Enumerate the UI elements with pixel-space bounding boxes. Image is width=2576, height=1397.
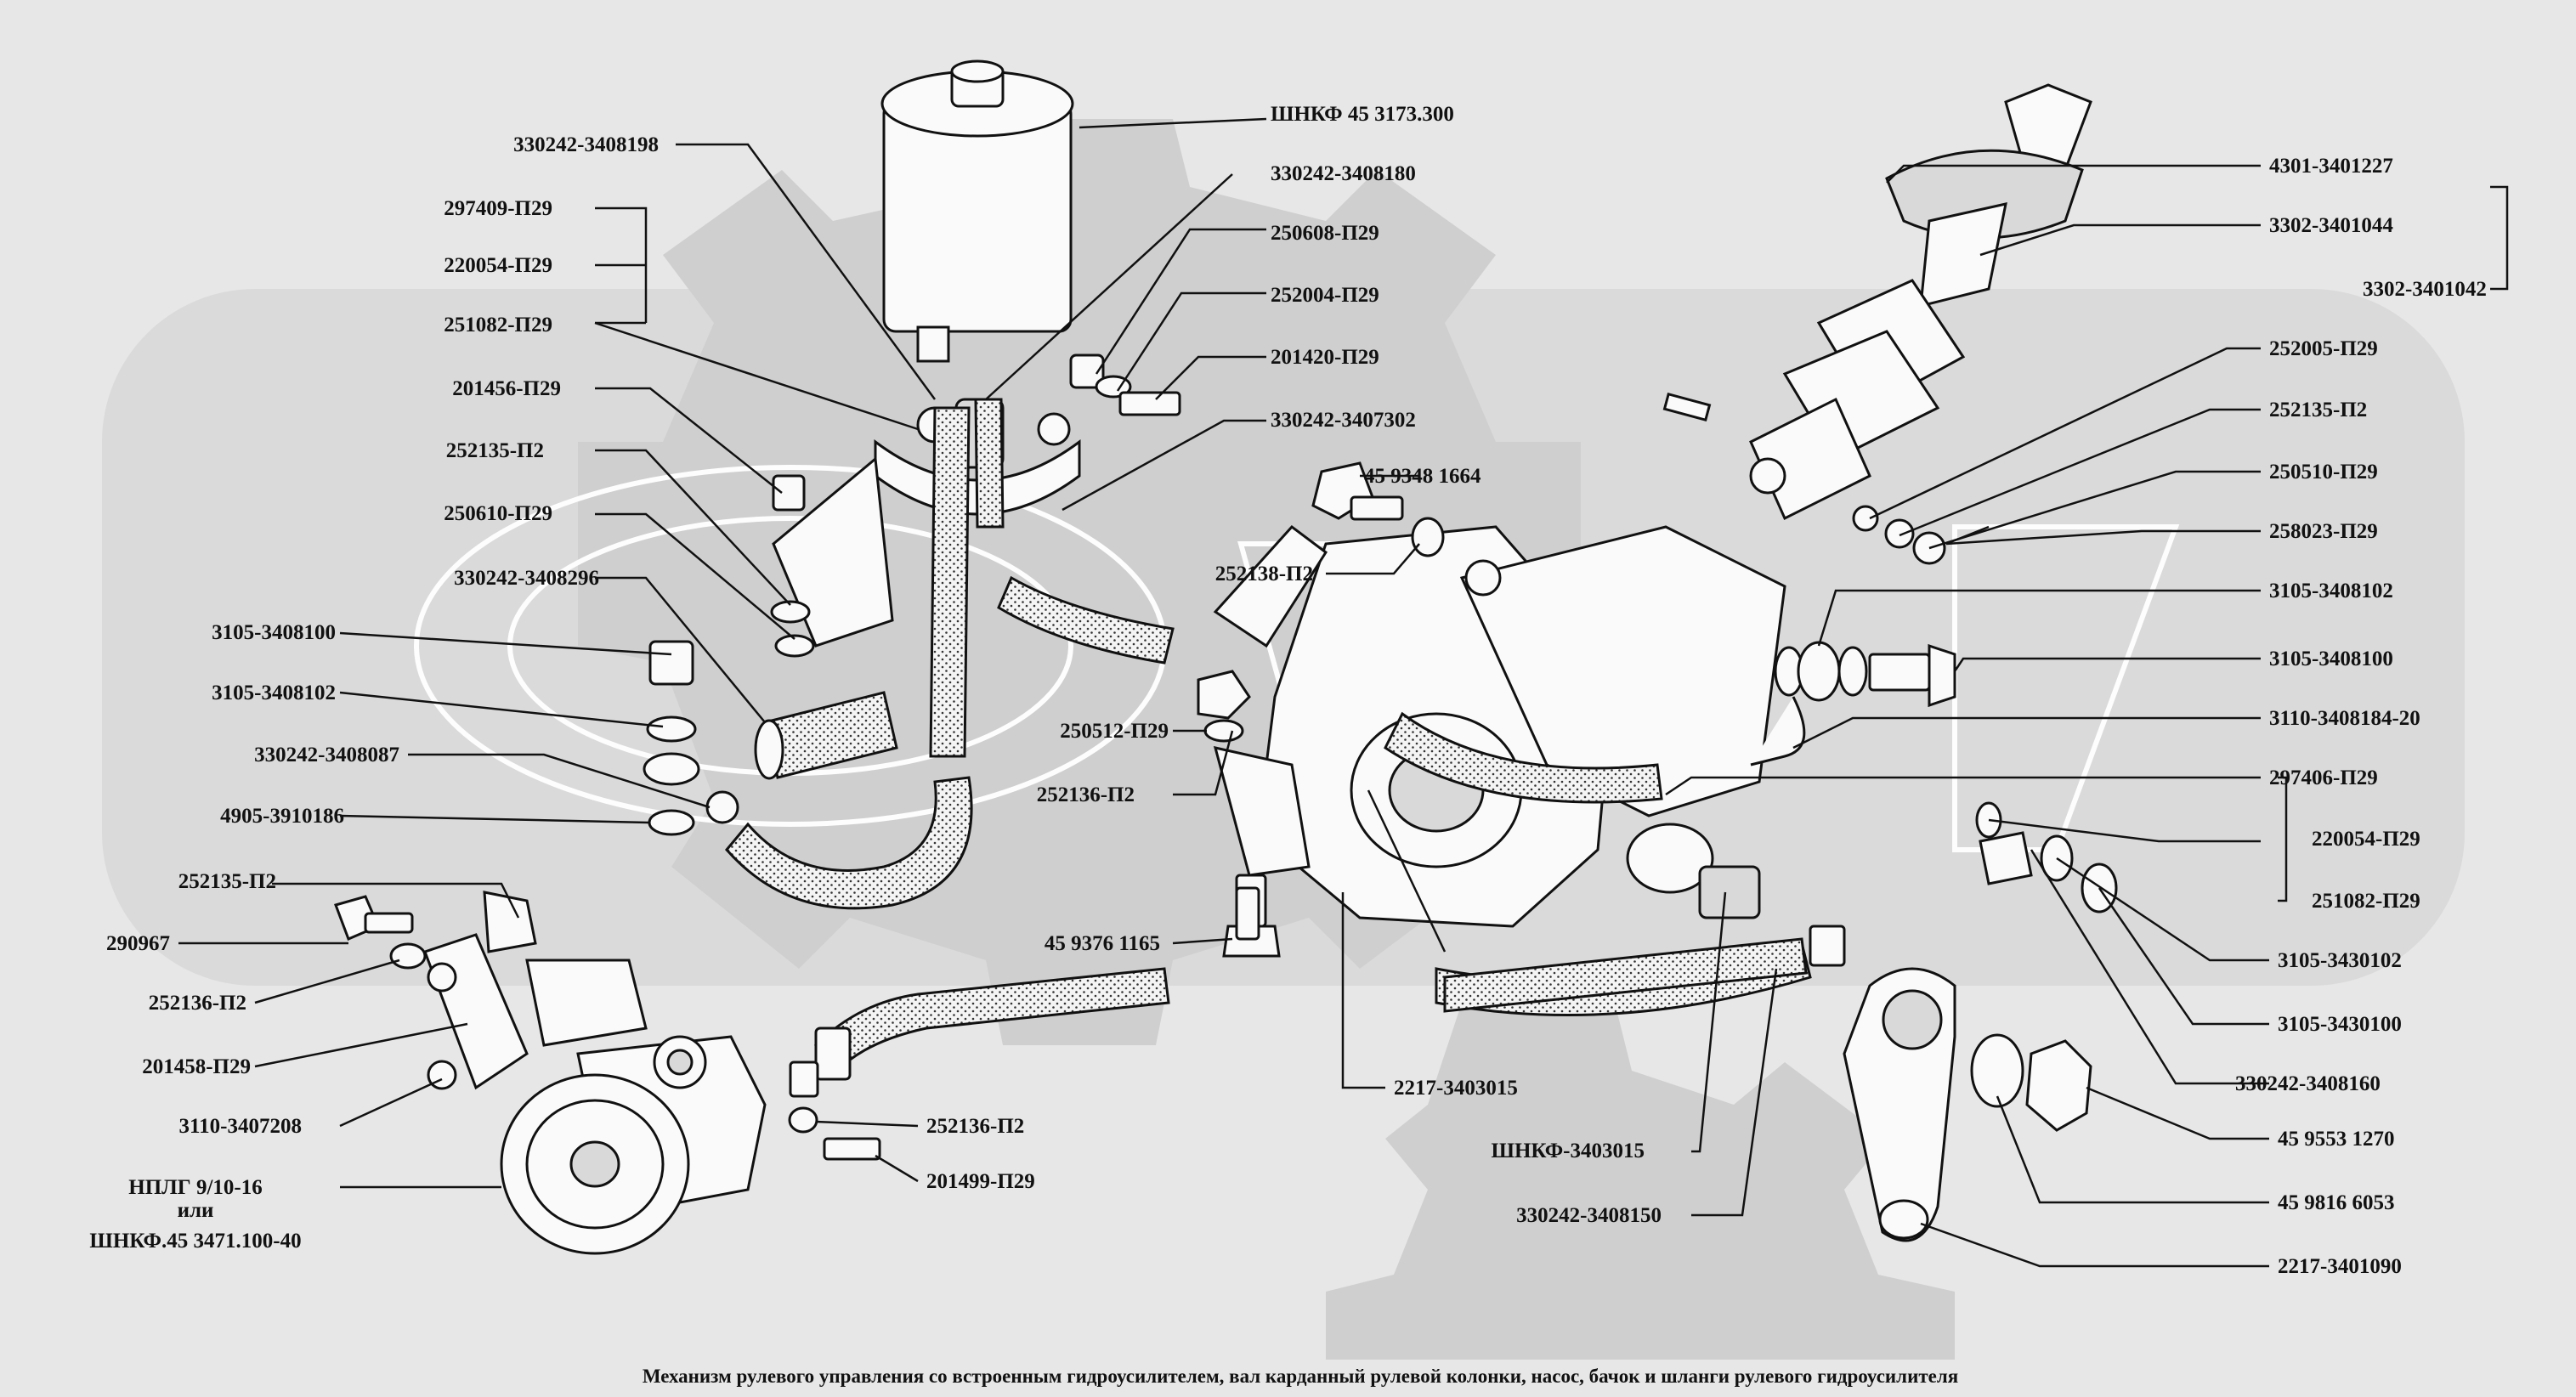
label-252136-p2-a: 252136-П2: [1037, 783, 1135, 806]
watermark: [102, 119, 2465, 1360]
label-330242-3408198: 330242-3408198: [513, 133, 659, 156]
label-252135-p2-a: 252135-П2: [446, 439, 544, 462]
label-45-9816-6053: 45 9816 6053: [2278, 1191, 2395, 1214]
power-steering-pump: [423, 933, 767, 1255]
lower-hose: [725, 776, 973, 910]
pitman-arm: [1843, 967, 2092, 1242]
label-252005-p29: 252005-П29: [2269, 337, 2378, 360]
parts: [334, 59, 2118, 1255]
label-45-9553-1270: 45 9553 1270: [2278, 1128, 2395, 1151]
part-labels: ШНКФ 45 3173.300 330242-3408198 330242-3…: [89, 103, 2486, 1278]
label-330242-3408087: 330242-3408087: [254, 744, 399, 766]
label-250510-p29: 250510-П29: [2269, 461, 2378, 484]
label-252136-p2-b: 252136-П2: [149, 992, 246, 1015]
pressure-hose: [1443, 937, 1808, 1013]
label-330242-3408160: 330242-3408160: [2235, 1072, 2381, 1095]
label-220054-p29-left: 220054-П29: [444, 254, 552, 277]
label-4905-3910186: 4905-3910186: [220, 805, 344, 828]
cardan-shaft: [1662, 83, 2092, 565]
pressure-hose-fitting: [1809, 925, 1846, 967]
label-3105-3408100-left: 3105-3408100: [212, 621, 336, 644]
label-shnkf-453173300: ШНКФ 45 3173.300: [1271, 103, 1454, 126]
short-hose-segment: [754, 691, 898, 780]
label-2217-3403015: 2217-3403015: [1394, 1077, 1518, 1100]
label-3105-3430102: 3105-3430102: [2278, 949, 2402, 972]
label-220054-p29-right: 220054-П29: [2312, 828, 2420, 851]
label-330242-3408150: 330242-3408150: [1516, 1204, 1662, 1227]
label-3105-3408102-left: 3105-3408102: [212, 682, 336, 704]
label-3105-3430100: 3105-3430100: [2278, 1013, 2402, 1036]
label-290967: 290967: [106, 932, 170, 955]
label-250608-p29: 250608-П29: [1271, 222, 1379, 245]
label-250610-p29: 250610-П29: [444, 502, 552, 525]
top-fasteners: [1069, 353, 1181, 416]
label-shnkf-453471100-40: ШНКФ.45 3471.100-40: [89, 1230, 301, 1253]
banjo-fittings-left: [643, 640, 739, 836]
label-330242-3407302: 330242-3407302: [1271, 409, 1416, 432]
label-3110-3407208: 3110-3407208: [179, 1115, 302, 1138]
steering-gear-housing: [1213, 524, 1786, 928]
pump-hose-fittings: [788, 1027, 881, 1161]
label-330242-3408180: 330242-3408180: [1271, 162, 1416, 185]
label-297406-p29: 297406-П29: [2269, 766, 2378, 789]
label-297409-p29: 297409-П29: [444, 197, 552, 220]
bracket-fasteners: [770, 474, 815, 658]
label-2217-3401090: 2217-3401090: [2278, 1255, 2402, 1278]
label-201458-p29: 201458-П29: [142, 1055, 251, 1078]
label-3302-3401044: 3302-3401044: [2269, 214, 2393, 237]
housing-stud: [1235, 886, 1260, 941]
label-3105-3408102-right: 3105-3408102: [2269, 580, 2393, 602]
label-3302-3401042: 3302-3401042: [2363, 278, 2487, 301]
diagram-caption: Механизм рулевого управления со встроенн…: [643, 1366, 1958, 1387]
label-45-9348-1664: 45 9348 1664: [1364, 465, 1481, 488]
label-252135-p2-b: 252135-П2: [178, 870, 276, 893]
label-252135-p2-c: 252135-П2: [2269, 399, 2367, 421]
pump-pressure-hose: [813, 967, 1170, 1073]
housing-mounting-bolt: [1311, 461, 1445, 557]
label-330242-3408296: 330242-3408296: [454, 567, 599, 590]
label-45-9376-1165: 45 9376 1165: [1045, 932, 1160, 955]
reservoir-tank: [880, 59, 1074, 363]
label-251082-p29-right: 251082-П29: [2312, 890, 2420, 913]
return-hose: [997, 575, 1175, 665]
label-251082-p29-left: 251082-П29: [444, 314, 552, 337]
label-201420-p29: 201420-П29: [1271, 346, 1379, 369]
label-252138-p2: 252138-П2: [1215, 563, 1313, 585]
label-3110-3408184-20: 3110-3408184-20: [2269, 707, 2420, 730]
label-252136-p2-c: 252136-П2: [926, 1115, 1024, 1138]
label-4301-3401227: 4301-3401227: [2269, 155, 2393, 178]
label-201456-p29: 201456-П29: [452, 377, 561, 400]
label-250512-p29: 250512-П29: [1060, 720, 1169, 743]
reservoir-hose-right: [974, 398, 1005, 529]
label-252004-p29: 252004-П29: [1271, 284, 1379, 307]
label-shnkf-3403015: ШНКФ-3403015: [1492, 1140, 1645, 1162]
pump-fasteners: [334, 891, 537, 970]
label-201499-p29: 201499-П29: [926, 1170, 1035, 1193]
leader-lines: [178, 117, 2509, 1268]
label-3105-3408100-right: 3105-3408100: [2269, 648, 2393, 670]
label-258023-p29: 258023-П29: [2269, 520, 2378, 543]
label-nplg-9-10-16: НПЛГ 9/10-16: [128, 1176, 262, 1199]
label-nplg-or: или: [178, 1199, 214, 1222]
gear-hose-upper: [1384, 711, 1663, 804]
reservoir-hose-left: [929, 406, 971, 758]
banjo-fittings-right: [1750, 641, 1956, 766]
